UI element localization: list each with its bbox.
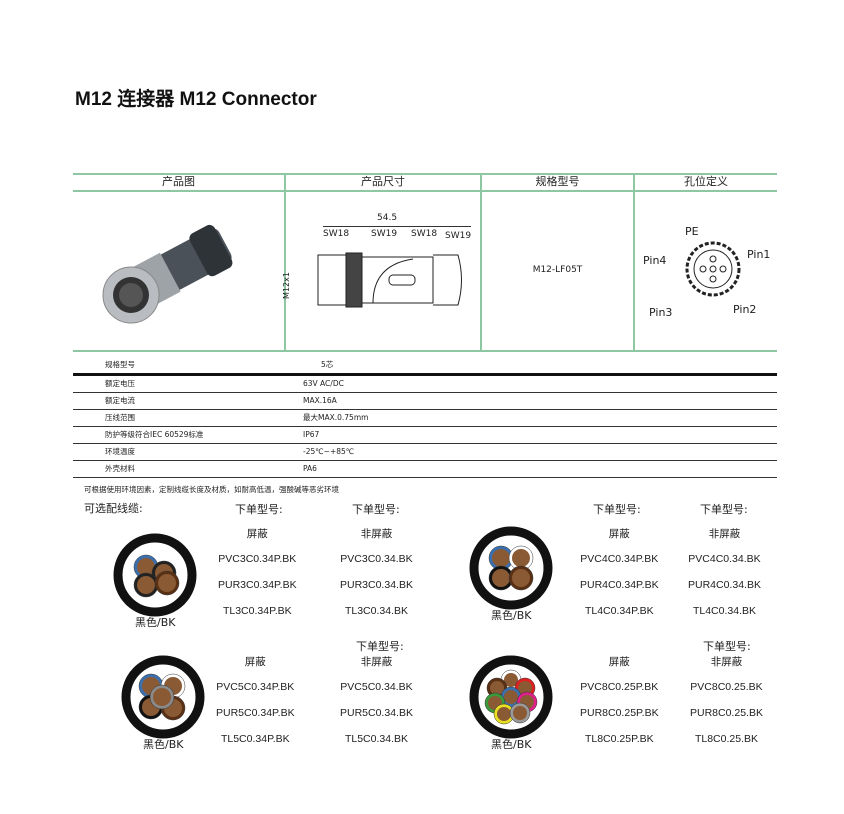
unshielded-models: 非屏蔽 PVC4C0.34.BK PUR4C0.34.BK TL4C0.34.BK: [688, 522, 761, 624]
order-label: 下单型号:: [352, 503, 400, 516]
spec-row: 外壳材料 PA6: [73, 461, 777, 478]
spec-key: 外壳材料: [105, 464, 135, 473]
pinout-diagram: [685, 241, 741, 297]
model-code: PVC8C0.25P.BK: [580, 681, 659, 693]
shielded-models: 屏蔽 PVC8C0.25P.BK PUR8C0.25P.BK TL8C0.25P.BK: [580, 650, 659, 752]
header-pins: 孔位定义: [684, 175, 728, 188]
spec-key: 环境温度: [105, 447, 135, 456]
spec-value: 63V AC/DC: [303, 379, 344, 388]
pin-3: Pin3: [649, 306, 673, 319]
model-code: PVC4C0.34.BK: [688, 553, 761, 565]
spec-row: 环境温度 -25℃~+85℃: [73, 444, 777, 461]
dim-thread: M12x1: [281, 272, 291, 299]
header-model: 规格型号: [535, 175, 580, 188]
model-code: PUR5C0.34P.BK: [216, 707, 295, 719]
spec-row: 额定电流 MAX.16A: [73, 393, 777, 410]
shielded-heading: 屏蔽: [246, 528, 268, 540]
shielded-models: 屏蔽 PVC5C0.34P.BK PUR5C0.34P.BK TL5C0.34P.BK: [216, 650, 295, 752]
model-code: PUR3C0.34P.BK: [218, 579, 297, 591]
spec-key: 额定电流: [105, 396, 135, 405]
pin-1: Pin1: [747, 248, 771, 261]
spec-row: 额定电压 63V AC/DC: [73, 376, 777, 393]
unshielded-models: 非屏蔽 PVC5C0.34.BK PUR5C0.34.BK TL5C0.34.BK: [340, 650, 413, 752]
model-code: PVC3C0.34P.BK: [218, 553, 297, 565]
model-code: PUR4C0.34.BK: [688, 579, 761, 591]
shielded-models: 屏蔽 PVC3C0.34P.BK PUR3C0.34P.BK TL3C0.34P.BK: [218, 522, 297, 624]
spec-value: PA6: [303, 464, 317, 473]
model-code: TL8C0.25.BK: [694, 733, 758, 745]
shielded-heading: 屏蔽: [608, 656, 630, 668]
shielded-models: 屏蔽 PVC4C0.34P.BK PUR4C0.34P.BK TL4C0.34P.BK: [580, 522, 659, 624]
spec-value: IP67: [303, 430, 320, 439]
cable-color-label: 黑色/BK: [143, 738, 184, 751]
dim-sw3: SW18: [411, 229, 438, 239]
unshielded-heading: 非屏蔽: [360, 528, 393, 540]
product-table: 产品图 产品尺寸 规格型号 孔位定义 54.5 SW18 SW19 SW18 S…: [73, 173, 777, 352]
order-label: 下单型号:: [703, 640, 751, 653]
page-title: M12 连接器 M12 Connector: [75, 89, 317, 110]
model-code: PUR3C0.34.BK: [340, 579, 413, 591]
product-photo: [102, 224, 233, 324]
model-code: PUR5C0.34.BK: [340, 707, 413, 719]
cable-color-label: 黑色/BK: [491, 738, 532, 751]
model-code: PVC4C0.34P.BK: [580, 553, 659, 565]
model-code: TL8C0.25P.BK: [584, 733, 654, 745]
unshielded-heading: 非屏蔽: [360, 656, 393, 668]
dimension-drawing: [317, 252, 462, 308]
model-code: PVC8C0.25.BK: [690, 681, 763, 693]
model-code: TL5C0.34.BK: [344, 733, 408, 745]
cable-cross-section: [121, 655, 205, 739]
cable-color-label: 黑色/BK: [135, 616, 176, 629]
model-code: PVC3C0.34.BK: [340, 553, 413, 565]
model-code: TL3C0.34P.BK: [222, 605, 292, 617]
dim-sw1: SW18: [323, 229, 350, 239]
model-code: PUR8C0.25.BK: [690, 707, 763, 719]
model-code: PVC5C0.34.BK: [340, 681, 413, 693]
spec-key: 规格型号: [105, 360, 135, 369]
pin-pe: PE: [685, 225, 699, 238]
pin-4: Pin4: [643, 254, 667, 267]
model-code: PUR8C0.25P.BK: [580, 707, 659, 719]
model-code: TL4C0.34.BK: [692, 605, 756, 617]
spec-key: 额定电压: [105, 379, 135, 388]
cables-label: 可选配线缆:: [84, 502, 143, 515]
unshielded-models: 非屏蔽 PVC8C0.25.BK PUR8C0.25.BK TL8C0.25.BK: [690, 650, 763, 752]
order-label: 下单型号:: [235, 503, 283, 516]
cable-cross-section: [469, 655, 553, 739]
dim-sw2: SW19: [371, 229, 398, 239]
model-code: TL3C0.34.BK: [344, 605, 408, 617]
order-label: 下单型号:: [356, 640, 404, 653]
model-code: PUR4C0.34P.BK: [580, 579, 659, 591]
shielded-heading: 屏蔽: [608, 528, 630, 540]
unshielded-heading: 非屏蔽: [708, 528, 741, 540]
custom-note: 可根据使用环境因素，定制线缆长度及材质，如耐高低温，强酸碱等恶劣环境: [84, 485, 339, 494]
cable-cross-section: [113, 533, 197, 617]
unshielded-models: 非屏蔽 PVC3C0.34.BK PUR3C0.34.BK TL3C0.34.BK: [340, 522, 413, 624]
model-code: PVC5C0.34P.BK: [216, 681, 295, 693]
spec-key: 压线范围: [105, 413, 135, 422]
dim-length: 54.5: [377, 213, 398, 223]
order-label: 下单型号:: [593, 503, 641, 516]
pin-2: Pin2: [733, 303, 757, 316]
model-code: TL5C0.34P.BK: [220, 733, 290, 745]
model-number: M12-LF05T: [532, 265, 583, 275]
header-image: 产品图: [162, 175, 195, 188]
spec-value: MAX.16A: [303, 396, 337, 405]
dim-sw4: SW19: [445, 231, 472, 241]
spec-value: 最大MAX.0.75mm: [303, 413, 369, 422]
spec-value: 5芯: [321, 360, 334, 369]
shielded-heading: 屏蔽: [244, 656, 266, 668]
header-size: 产品尺寸: [361, 175, 405, 188]
cable-color-label: 黑色/BK: [491, 609, 532, 622]
spec-table: 规格型号 5芯额定电压 63V AC/DC 额定电流 MAX.16A 压线范围 最大MAX.…: [73, 357, 777, 478]
spec-key: 防护等级符合IEC 60529标准: [105, 430, 204, 439]
cable-cross-section: [469, 526, 553, 610]
spec-value: -25℃~+85℃: [303, 447, 355, 456]
order-label: 下单型号:: [700, 503, 748, 516]
model-code: TL4C0.34P.BK: [584, 605, 654, 617]
spec-row: 压线范围 最大MAX.0.75mm: [73, 410, 777, 427]
spec-row: 规格型号 5芯: [73, 357, 777, 376]
spec-row: 防护等级符合IEC 60529标准 IP67: [73, 427, 777, 444]
unshielded-heading: 非屏蔽: [710, 656, 743, 668]
